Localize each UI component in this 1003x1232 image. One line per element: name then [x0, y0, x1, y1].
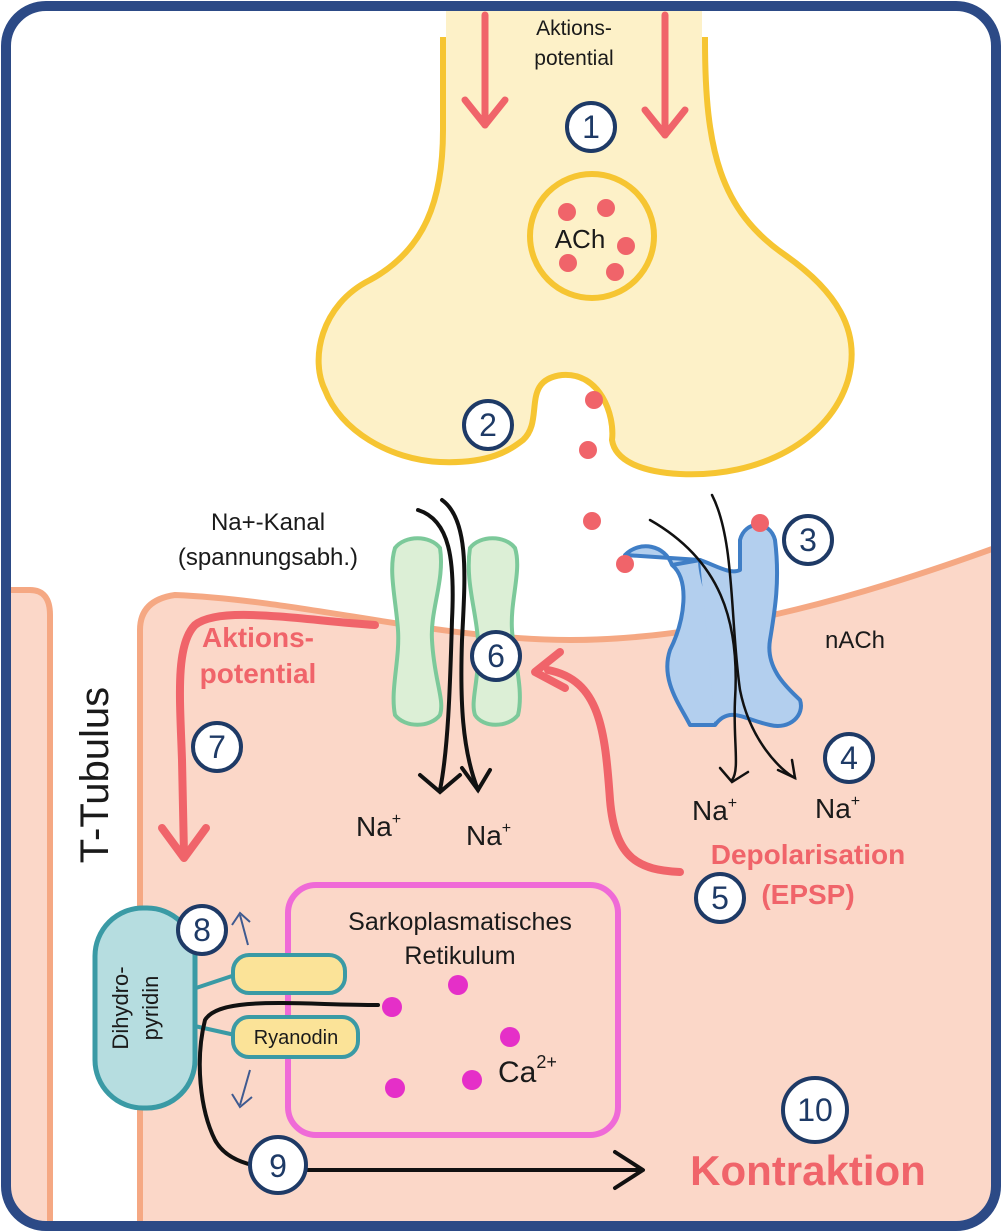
- step-2: 2: [462, 399, 514, 451]
- step-10: 10: [781, 1076, 849, 1144]
- na-ion-label-2: Na+: [466, 820, 511, 851]
- svg-text:10: 10: [797, 1092, 833, 1128]
- na-ion-label-4: Na+: [815, 793, 860, 824]
- action-potential-label-side-2: potential: [200, 658, 317, 689]
- ryanodin-receptor-top: [231, 953, 347, 995]
- ryanodin-receptor: [231, 1015, 360, 1059]
- na-ion-label-1: Na+: [356, 811, 401, 842]
- t-tubulus-label: T-Tubulus: [73, 687, 117, 863]
- sr-label-1: Sarkoplasmatisches: [348, 908, 572, 936]
- svg-text:6: 6: [487, 638, 505, 674]
- depolarisation-label-1: Depolarisation: [711, 839, 905, 870]
- na-channel-label-2: (spannungsabh.): [178, 544, 358, 571]
- svg-text:9: 9: [269, 1148, 287, 1184]
- step-8: 8: [176, 904, 228, 956]
- sr-label-2: Retikulum: [404, 942, 515, 970]
- sarcoplasmic-reticulum: [285, 882, 621, 1138]
- dhp-label-1: Dihydro-: [108, 966, 133, 1049]
- calcium-ions: [382, 975, 520, 1098]
- dhp-label-2: pyridin: [138, 976, 163, 1041]
- svg-text:4: 4: [840, 740, 858, 776]
- nach-label: nACh: [825, 627, 885, 654]
- step-6: 6: [470, 630, 522, 682]
- svg-text:7: 7: [208, 729, 226, 765]
- incoming-action-potential-arrows: [461, 11, 689, 139]
- depolarisation-label-2: (EPSP): [761, 879, 854, 910]
- action-potential-label-top-2: potential: [534, 47, 613, 70]
- ach-label: ACh: [555, 224, 606, 254]
- neighbour-cell: [6, 587, 53, 1226]
- svg-text:2: 2: [479, 407, 497, 443]
- released-ach: [579, 391, 603, 530]
- na-ion-label-3: Na+: [692, 795, 737, 826]
- ach-molecules: [558, 199, 635, 281]
- action-potential-label-side-1: Aktions-: [202, 622, 314, 653]
- svg-text:3: 3: [799, 522, 817, 558]
- calcium-label: Ca2+: [498, 1052, 557, 1089]
- svg-text:5: 5: [711, 880, 729, 916]
- step-3: 3: [782, 514, 834, 566]
- contraction-label: Kontraktion: [690, 1147, 926, 1194]
- step-9: 9: [248, 1135, 308, 1195]
- dihydropyridin-receptor: [92, 905, 198, 1111]
- na-channel-label-1: Na+-Kanal: [211, 509, 325, 536]
- step-5: 5: [694, 872, 746, 924]
- membrane-action-potential-arrow: [175, 610, 379, 859]
- small-flux-arrows: [231, 911, 253, 1109]
- svg-text:8: 8: [193, 912, 211, 948]
- ryanodin-label: Ryanodin: [254, 1027, 339, 1049]
- nach-flow-arrows: [648, 493, 797, 784]
- step-1: 1: [565, 101, 617, 153]
- step-7: 7: [191, 721, 243, 773]
- action-potential-label-top-1: Aktions-: [536, 17, 612, 40]
- svg-text:1: 1: [582, 109, 600, 145]
- na-flow-arrows: [416, 498, 492, 795]
- depolarisation-arrow: [544, 666, 684, 876]
- step-4: 4: [823, 732, 875, 784]
- nach-receptor: [623, 523, 803, 728]
